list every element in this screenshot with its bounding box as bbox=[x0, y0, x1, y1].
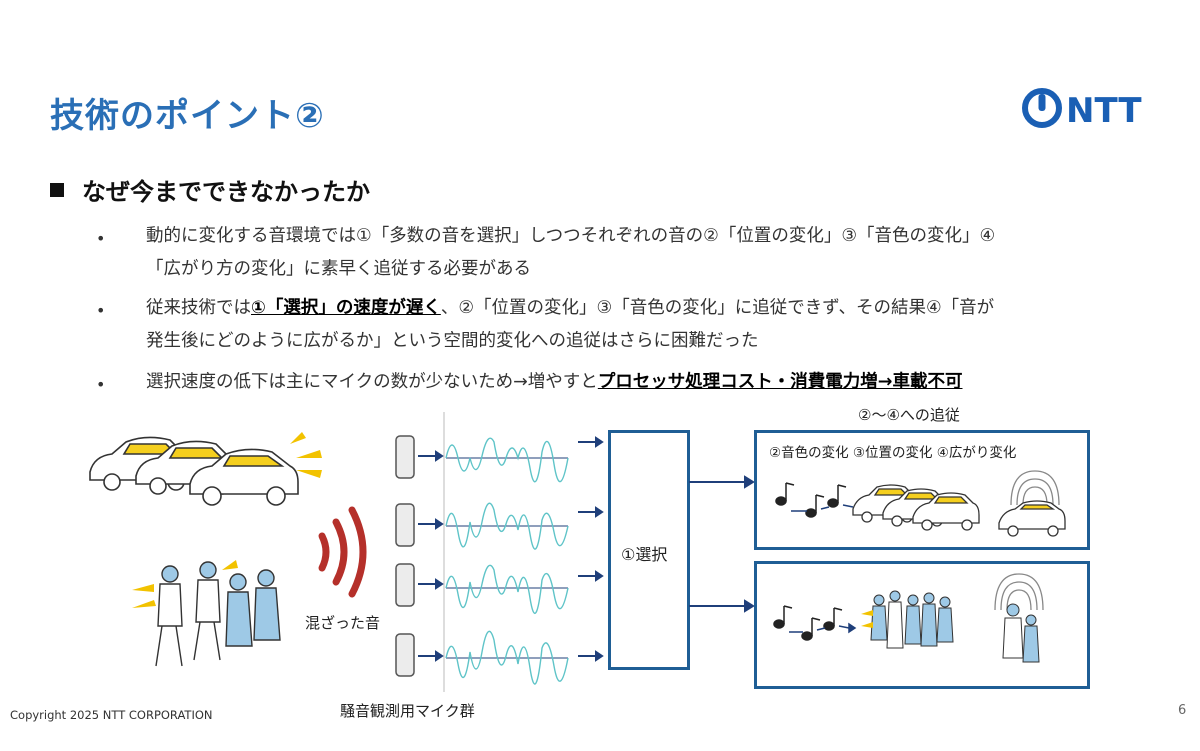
microphone-icon bbox=[395, 435, 415, 677]
section-heading-text: なぜ今までできなかったか bbox=[82, 178, 370, 206]
output-box-vehicles-label: ②音色の変化 ③位置の変化 ④広がり変化 bbox=[769, 445, 1017, 461]
bullet-1-line-2: 「広がり方の変化」に素早く追従する必要がある bbox=[146, 259, 531, 279]
bullet-1-line-1: 動的に変化する音環境では①「多数の音を選択」しつつそれぞれの音の②「位置の変化」… bbox=[146, 226, 996, 246]
page-number: 6 bbox=[1178, 703, 1187, 718]
page-title: 技術のポイント② bbox=[50, 96, 325, 136]
music-note-icon bbox=[773, 605, 843, 641]
ntt-logo-icon: NTT bbox=[1022, 88, 1142, 131]
arrow-icon bbox=[578, 436, 604, 662]
spatial-spread-icon bbox=[1010, 470, 1060, 506]
cars-illustration bbox=[89, 432, 322, 506]
music-note-icon bbox=[775, 482, 847, 518]
spatial-spread-icon bbox=[994, 573, 1044, 611]
pedestrian-sound-tracking bbox=[773, 573, 1044, 663]
bullet-2-text-a: 従来技術では bbox=[146, 298, 251, 318]
person-icon bbox=[155, 565, 183, 667]
output-box-vehicles: ②音色の変化 ③位置の変化 ④広がり変化 bbox=[754, 430, 1090, 550]
car-light-glow-icon bbox=[290, 432, 322, 478]
arrow-icon bbox=[789, 622, 857, 634]
copyright-footer: Copyright 2025 NTT CORPORATION bbox=[10, 708, 213, 722]
car-icon bbox=[852, 484, 980, 531]
person-icon bbox=[225, 573, 253, 647]
bullet-dot-icon: • bbox=[96, 229, 106, 248]
ntt-logo: NTT bbox=[1022, 86, 1154, 131]
car-icon bbox=[998, 500, 1066, 537]
waveform bbox=[445, 437, 569, 685]
bullet-dot-icon: • bbox=[96, 301, 106, 320]
person-icon bbox=[870, 590, 954, 649]
mixed-sound-label: 混ざった音 bbox=[305, 614, 381, 632]
sound-wave-icon bbox=[318, 506, 367, 598]
person-icon bbox=[193, 561, 221, 661]
mic-array-label: 騒音観測用マイク群 bbox=[340, 702, 475, 720]
square-bullet-icon bbox=[50, 183, 64, 197]
bullet-3: 選択速度の低下は主にマイクの数が少ないため→増やすとプロセッサ処理コスト・消費電… bbox=[146, 366, 1156, 399]
speech-glow-icon bbox=[132, 560, 238, 608]
bullet-1: 動的に変化する音環境では①「多数の音を選択」しつつそれぞれの音の②「位置の変化」… bbox=[146, 220, 1156, 286]
arrow-icon bbox=[418, 450, 444, 662]
bullet-2: 従来技術では①「選択」の速度が遅く、②「位置の変化」③「音色の変化」に追従できず… bbox=[146, 292, 1156, 358]
mic-array-diagram bbox=[395, 412, 604, 692]
bullet-3-text: 選択速度の低下は主にマイクの数が少ないため→増やすと bbox=[146, 372, 598, 392]
brand-text: NTT bbox=[1066, 91, 1142, 130]
arrow-icon bbox=[689, 475, 755, 613]
person-icon bbox=[1002, 603, 1040, 663]
output-arrows bbox=[689, 475, 755, 613]
pedestrians-illustration bbox=[132, 560, 281, 667]
bullet-2-emphasis: ①「選択」の速度が遅く bbox=[251, 298, 441, 318]
speech-glow-icon bbox=[861, 610, 873, 628]
vehicle-sound-tracking bbox=[775, 470, 1066, 537]
section-heading: なぜ今までできなかったか bbox=[50, 172, 370, 207]
follow-label: ②～④への追従 bbox=[858, 406, 960, 424]
bullet-dot-icon: • bbox=[96, 375, 106, 394]
car-icon bbox=[189, 448, 299, 506]
bullet-2-line-2: 発生後にどのように広がるか」という空間的変化への追従はさらに困難だった bbox=[146, 331, 759, 351]
selection-box: ①選択 bbox=[608, 430, 690, 670]
output-box-pedestrians bbox=[754, 561, 1090, 689]
bullet-2-text-c: 、②「位置の変化」③「音色の変化」に追従できず、その結果④「音が bbox=[440, 298, 995, 318]
bullet-3-emphasis: プロセッサ処理コスト・消費電力増→車載不可 bbox=[597, 372, 963, 392]
person-icon bbox=[253, 569, 281, 641]
selection-label: ①選択 bbox=[621, 545, 668, 564]
